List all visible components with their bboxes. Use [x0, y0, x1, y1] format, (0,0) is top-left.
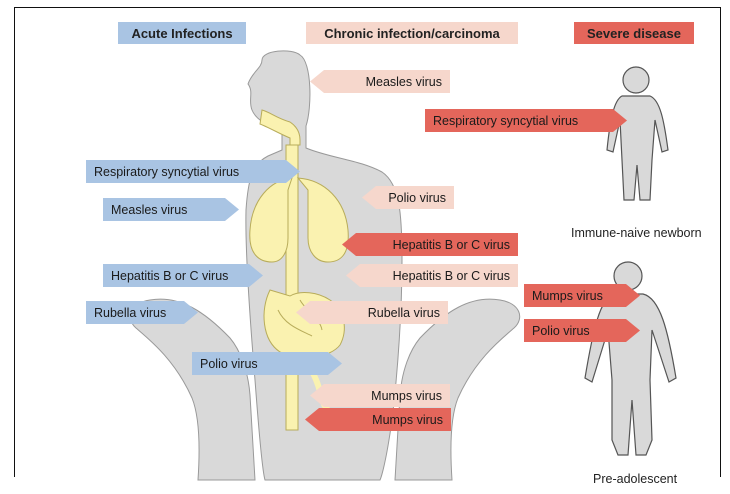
acute-label-hepatitis: Hepatitis B or C virus — [103, 264, 263, 287]
chronic-label-hepatitis: Hepatitis B or C virus — [346, 264, 518, 287]
severe-label-mumps-main: Mumps virus — [305, 408, 451, 431]
chronic-label-mumps: Mumps virus — [310, 384, 450, 407]
caption-newborn: Immune-naive newborn — [571, 226, 702, 240]
acute-label-measles: Measles virus — [103, 198, 239, 221]
chronic-label-polio: Polio virus — [362, 186, 454, 209]
chronic-label-rubella: Rubella virus — [296, 301, 448, 324]
severe-label-rsv-newborn: Respiratory syncytial virus — [425, 109, 627, 132]
header-severe-disease: Severe disease — [574, 22, 694, 44]
header-chronic-infection: Chronic infection/carcinoma — [306, 22, 518, 44]
chronic-label-measles: Measles virus — [310, 70, 450, 93]
severe-label-mumps-adolescent: Mumps virus — [524, 284, 640, 307]
severe-label-polio-adolescent: Polio virus — [524, 319, 640, 342]
header-acute-infections: Acute Infections — [118, 22, 246, 44]
newborn-figure — [607, 67, 668, 200]
acute-label-rsv: Respiratory syncytial virus — [86, 160, 300, 183]
severe-label-hepatitis: Hepatitis B or C virus — [342, 233, 518, 256]
acute-label-polio: Polio virus — [192, 352, 342, 375]
acute-label-rubella: Rubella virus — [86, 301, 198, 324]
caption-adolescent: Pre-adolescent — [593, 472, 677, 486]
